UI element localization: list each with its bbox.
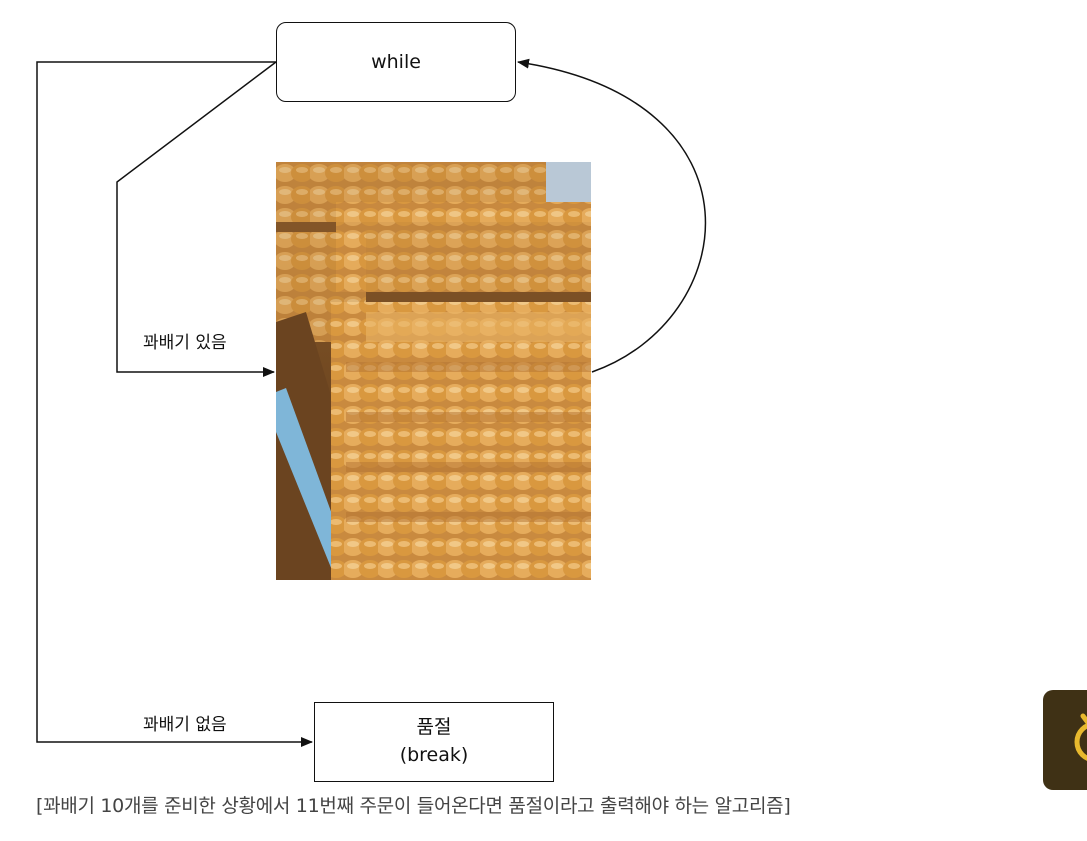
donut-illustration — [276, 162, 591, 580]
sold-out-label: 품절 — [416, 716, 452, 739]
ring-icon — [1074, 713, 1087, 761]
while-node: while — [276, 22, 516, 102]
edge-has-pastry-line — [116, 61, 277, 377]
edge-loop-back-line — [517, 58, 707, 373]
edge-label-has-pastry: 꽈배기 있음 — [143, 333, 227, 353]
figure-caption: [꽈배기 10개를 준비한 상황에서 11번째 주문이 들어온다면 품절이라고 … — [36, 795, 791, 817]
break-label: (break) — [399, 744, 469, 766]
twisted-donut-photo — [276, 162, 591, 580]
edge-label-no-pastry: 꽈배기 없음 — [143, 715, 227, 735]
corner-widget-badge[interactable] — [1043, 690, 1087, 790]
while-node-label: while — [371, 51, 421, 73]
sold-out-node: 품절 (break) — [314, 702, 554, 782]
edge-no-pastry-line — [36, 61, 313, 747]
